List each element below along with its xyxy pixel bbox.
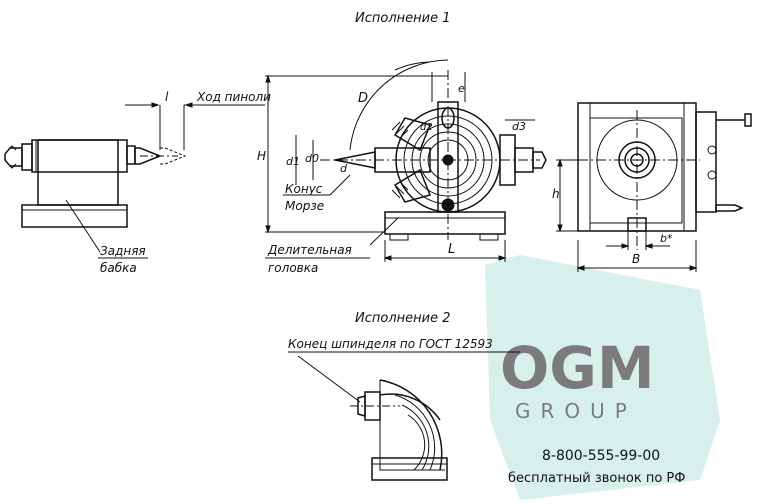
dim-b: b*	[660, 232, 673, 245]
taper-label-1: Конус	[285, 182, 323, 196]
tailstock-label-2: бабка	[100, 261, 137, 275]
watermark-shape	[485, 255, 720, 500]
tailstock: l Ход пиноли Задняя бабка	[4, 90, 271, 275]
quill-travel-label: Ход пиноли	[196, 90, 271, 104]
indexing-head-side: h b* B	[552, 102, 752, 272]
indexing-head-front: D H d1 d0 d d2 Конус Морзе e d3 L	[257, 59, 547, 275]
dim-l: l	[165, 90, 169, 104]
dim-L: L	[448, 242, 455, 257]
variant2-drawing: Конец шпинделя по ГОСТ 12593	[288, 337, 520, 481]
watermark-group: GROUP	[515, 399, 637, 423]
watermark: OGM GROUP	[485, 255, 720, 500]
dim-h: h	[552, 187, 560, 201]
watermark-logo: OGM	[500, 334, 655, 402]
variant1-title: Исполнение 1	[355, 11, 450, 26]
dim-B: B	[632, 252, 640, 266]
dim-d: d	[340, 162, 348, 175]
dim-d0: d0	[305, 152, 319, 165]
dim-d2: d2	[420, 122, 433, 133]
dim-D: D	[358, 91, 368, 106]
watermark-note: бесплатный звонок по РФ	[508, 471, 685, 486]
tailstock-label-1: Задняя	[100, 244, 146, 258]
dim-H: H	[257, 149, 266, 163]
watermark-phone: 8-800-555-99-00	[542, 448, 660, 464]
indexing-label-2: головка	[268, 261, 318, 275]
dim-d3: d3	[512, 120, 526, 133]
indexing-label-1: Делительная	[267, 243, 352, 257]
spindle-end-label: Конец шпинделя по ГОСТ 12593	[288, 337, 493, 351]
dim-d1: d1	[286, 155, 300, 168]
dim-e: e	[458, 82, 465, 95]
variant2-title: Исполнение 2	[355, 311, 450, 326]
taper-label-2: Морзе	[285, 199, 324, 213]
